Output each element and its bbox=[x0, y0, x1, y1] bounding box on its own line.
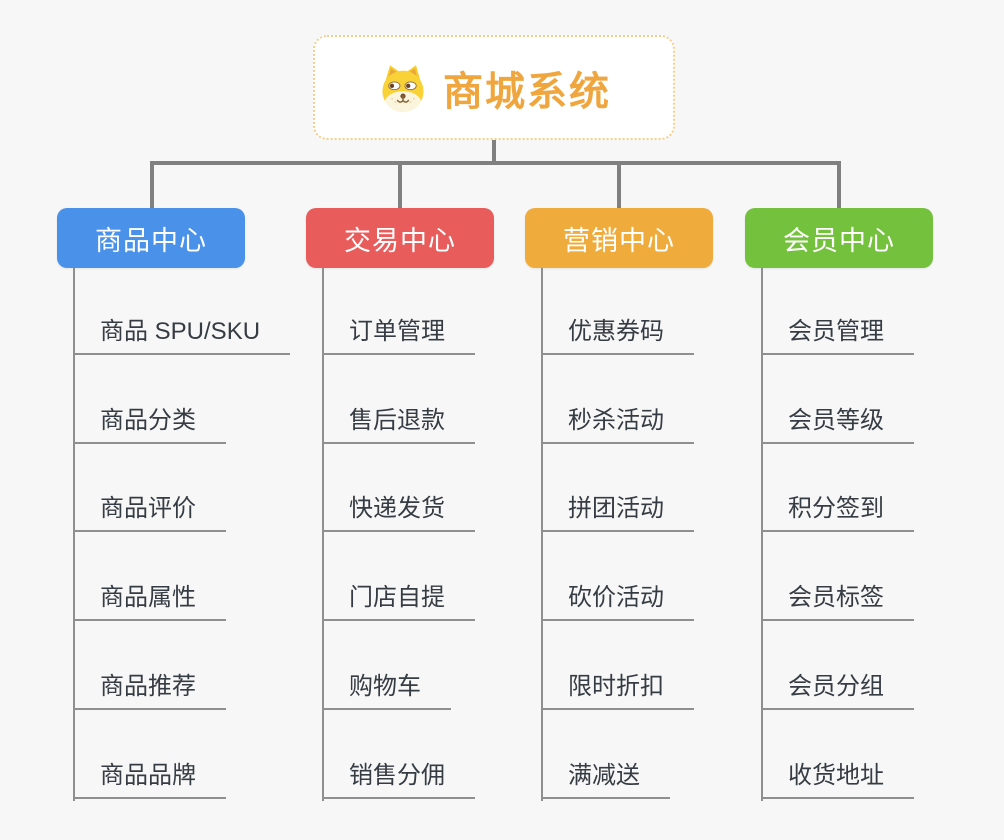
leaf-item[interactable]: 商品推荐 bbox=[73, 670, 226, 710]
leaf-item[interactable]: 售后退款 bbox=[322, 404, 475, 444]
leaf-item[interactable]: 商品分类 bbox=[73, 404, 226, 444]
connector-drop bbox=[398, 161, 402, 208]
branch-node-marketing-center[interactable]: 营销中心 bbox=[525, 208, 713, 268]
leaf-item[interactable]: 商品评价 bbox=[73, 492, 226, 532]
leaf-item[interactable]: 限时折扣 bbox=[541, 670, 694, 710]
dog-face-icon bbox=[382, 64, 424, 112]
branch-node-trade-center[interactable]: 交易中心 bbox=[306, 208, 494, 268]
leaf-item[interactable]: 商品 SPU/SKU bbox=[73, 315, 291, 355]
leaf-item[interactable]: 门店自提 bbox=[322, 581, 475, 621]
root-node[interactable]: 商城系统 bbox=[313, 35, 675, 140]
branch-node-member-center[interactable]: 会员中心 bbox=[745, 208, 933, 268]
connector-drop bbox=[837, 161, 841, 208]
connector-drop bbox=[150, 161, 154, 208]
connector-trunk bbox=[73, 268, 75, 801]
connector-rail bbox=[150, 161, 841, 165]
leaf-item[interactable]: 砍价活动 bbox=[541, 581, 694, 621]
connector-trunk bbox=[541, 268, 543, 801]
leaf-item[interactable]: 拼团活动 bbox=[541, 492, 694, 532]
connector-trunk bbox=[761, 268, 763, 801]
leaf-item[interactable]: 订单管理 bbox=[322, 315, 475, 355]
root-title: 商城系统 bbox=[443, 69, 611, 114]
leaf-item[interactable]: 销售分佣 bbox=[322, 759, 475, 799]
leaf-item[interactable]: 商品品牌 bbox=[73, 759, 226, 799]
connector-trunk bbox=[322, 268, 324, 801]
connector-root-stub bbox=[492, 140, 496, 164]
leaf-item[interactable]: 会员等级 bbox=[761, 404, 914, 444]
leaf-item[interactable]: 秒杀活动 bbox=[541, 404, 694, 444]
leaf-item[interactable]: 优惠券码 bbox=[541, 315, 694, 355]
leaf-item[interactable]: 收货地址 bbox=[761, 759, 914, 799]
connector-drop bbox=[617, 161, 621, 208]
leaf-item[interactable]: 商品属性 bbox=[73, 581, 226, 621]
leaf-item[interactable]: 会员分组 bbox=[761, 670, 914, 710]
leaf-item[interactable]: 会员管理 bbox=[761, 315, 914, 355]
leaf-item[interactable]: 会员标签 bbox=[761, 581, 914, 621]
leaf-item[interactable]: 满减送 bbox=[541, 759, 670, 799]
leaf-item[interactable]: 快递发货 bbox=[322, 492, 475, 532]
leaf-item[interactable]: 积分签到 bbox=[761, 492, 914, 532]
leaf-item[interactable]: 购物车 bbox=[322, 670, 451, 710]
branch-node-product-center[interactable]: 商品中心 bbox=[57, 208, 245, 268]
